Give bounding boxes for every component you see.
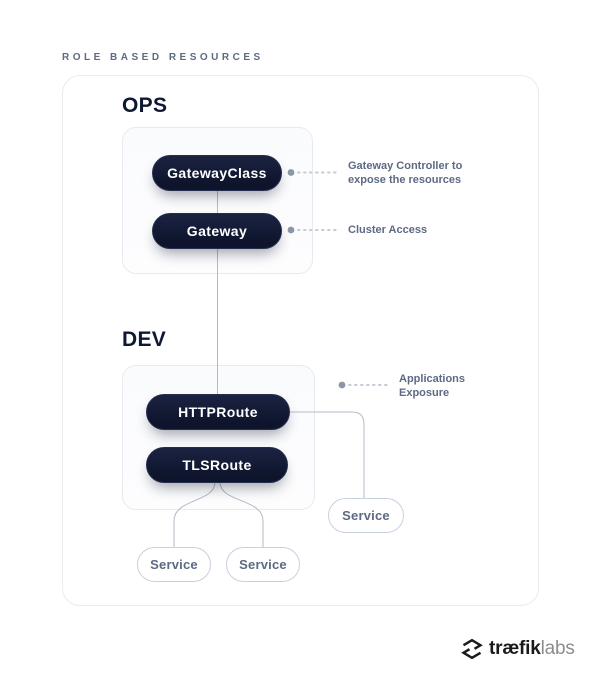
annotation-line: expose the resources [348, 173, 462, 186]
annotation-line: Cluster Access [348, 224, 428, 236]
annotation-gateway-controller: Gateway Controller to expose the resourc… [348, 160, 462, 187]
traefik-logo-icon [461, 638, 483, 660]
node-service-right-label: Service [342, 508, 390, 523]
node-httproute: HTTPRoute [146, 394, 290, 430]
node-gateway: Gateway [152, 213, 282, 249]
page-title: ROLE BASED RESOURCES [62, 52, 264, 63]
annotation-cluster-access: Cluster Access [348, 224, 427, 238]
node-service-bottom-mid-label: Service [239, 557, 287, 572]
node-tlsroute: TLSRoute [146, 447, 288, 483]
logo-suffix-text: labs [540, 638, 575, 659]
annotation-applications-exposure: Applications Exposure [399, 373, 465, 400]
node-gatewayclass: GatewayClass [152, 155, 282, 191]
logo-brand-text: træfik [489, 638, 541, 659]
node-service-bottom-mid: Service [226, 547, 300, 582]
node-gatewayclass-label: GatewayClass [167, 165, 267, 181]
node-httproute-label: HTTPRoute [178, 404, 258, 420]
annotation-line: Applications [399, 373, 466, 385]
annotation-line: Exposure [399, 386, 450, 399]
node-service-bottom-left: Service [137, 547, 211, 582]
dev-title: DEV [122, 328, 167, 351]
node-gateway-label: Gateway [186, 223, 248, 239]
node-service-right: Service [328, 498, 404, 533]
ops-title: OPS [122, 94, 168, 117]
traefiklabs-logo: træfiklabs [460, 635, 575, 663]
dev-group-box [122, 365, 315, 510]
node-tlsroute-label: TLSRoute [182, 457, 252, 473]
logo-wordmark: træfiklabs [489, 638, 575, 660]
node-service-bottom-left-label: Service [150, 557, 198, 572]
ops-group-box [122, 127, 313, 274]
annotation-line: Gateway Controller to [348, 160, 463, 172]
